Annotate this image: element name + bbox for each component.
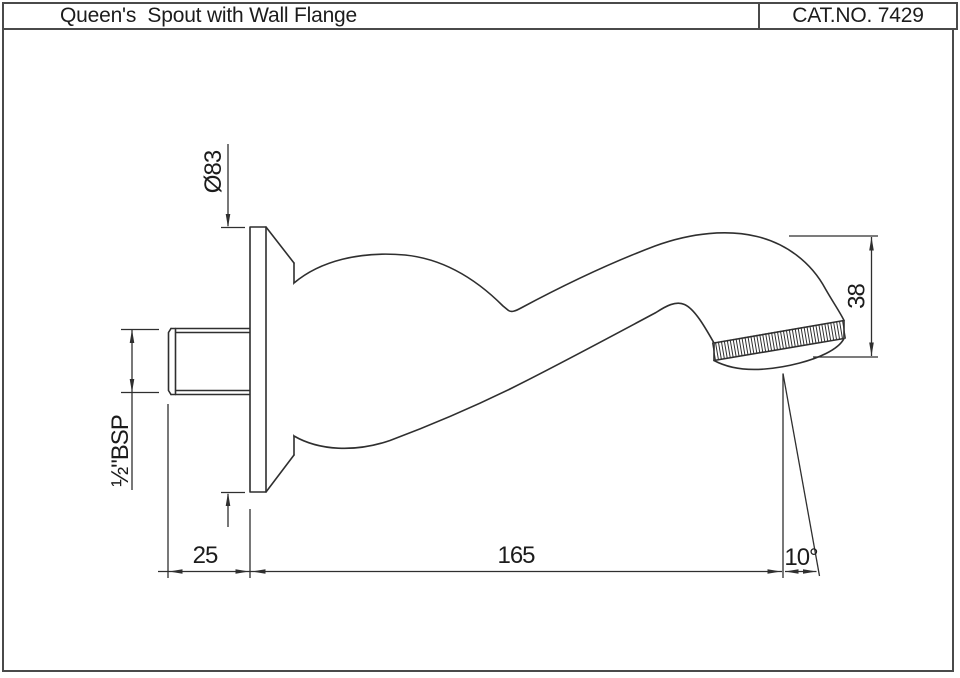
dim-height <box>789 235 878 358</box>
thread-label: ½"BSP <box>107 415 134 487</box>
angle-label: 10° <box>784 544 818 571</box>
title-bar: Queen's Spout with Wall Flange CAT.NO. 7… <box>2 2 958 30</box>
thread-pipe <box>167 327 251 396</box>
catalog-number: CAT.NO. 7429 <box>758 4 956 28</box>
drawing-title: Queen's Spout with Wall Flange <box>60 4 358 27</box>
spout-body-fill <box>294 232 844 449</box>
wall-flange-cone <box>265 226 295 493</box>
spout-lip <box>713 337 845 371</box>
dim-thread <box>121 328 159 490</box>
dim-offset <box>158 404 251 578</box>
spout-body-bottom-outline <box>293 302 715 450</box>
dim-flange-diameter <box>221 144 245 527</box>
offset-label: 25 <box>193 542 218 569</box>
wall-flange-disc <box>249 226 267 493</box>
dim-angle <box>782 373 821 578</box>
spout-body-top-outline <box>293 232 845 322</box>
knurl-hatch <box>712 320 846 361</box>
reach-label: 165 <box>497 542 535 569</box>
dim-reach <box>250 569 782 574</box>
height-label: 38 <box>844 284 871 309</box>
flange-diameter-label: Ø83 <box>200 150 227 193</box>
